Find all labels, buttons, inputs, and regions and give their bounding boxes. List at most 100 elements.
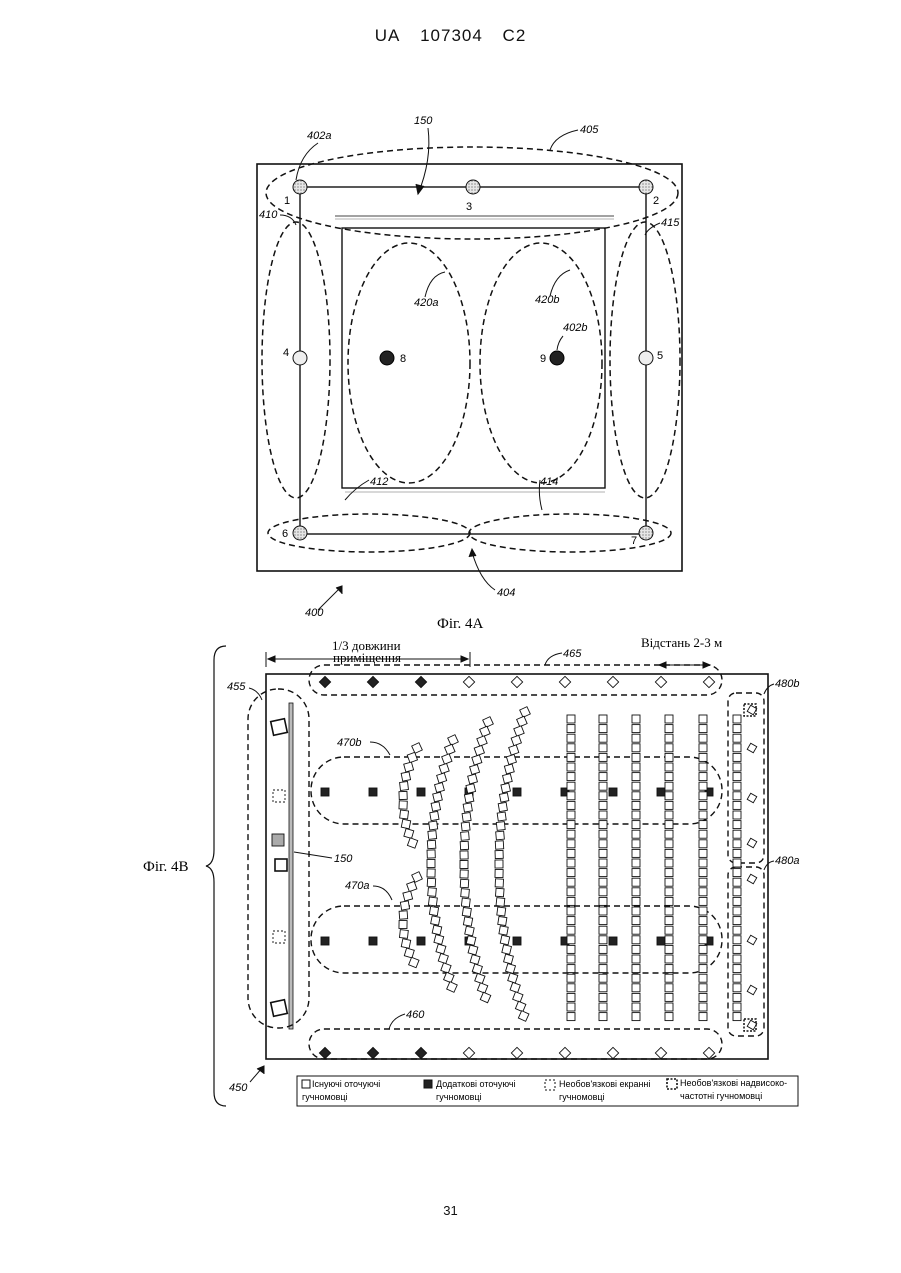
seat <box>567 907 575 915</box>
seat <box>567 840 575 848</box>
seat <box>632 993 640 1001</box>
seat <box>733 753 741 761</box>
figure-4b: Фіг. 4В 1/3 довжини приміщення Відстань … <box>0 632 901 1112</box>
seat <box>483 717 494 728</box>
seat <box>472 755 482 765</box>
seat <box>733 965 741 973</box>
seat <box>699 907 707 915</box>
seat <box>733 849 741 857</box>
seat <box>567 763 575 771</box>
seat <box>699 869 707 877</box>
seat <box>438 953 448 963</box>
speaker-7 <box>639 526 653 540</box>
seat <box>567 753 575 761</box>
existing-speaker <box>511 1047 522 1058</box>
existing-speaker <box>747 985 757 995</box>
seat <box>699 763 707 771</box>
seat <box>632 840 640 848</box>
seat <box>428 831 437 840</box>
seat <box>460 879 468 887</box>
seat <box>599 773 607 781</box>
speaker-8-label: 8 <box>400 353 406 365</box>
seat <box>501 783 511 793</box>
seat <box>437 773 447 783</box>
seat <box>733 782 741 790</box>
ref-460: 460 <box>406 1009 425 1021</box>
ref-150: 150 <box>414 115 433 127</box>
seat <box>665 821 673 829</box>
existing-speaker <box>655 1047 666 1058</box>
seat <box>404 948 414 958</box>
seat <box>733 830 741 838</box>
seat <box>567 734 575 742</box>
seat <box>665 993 673 1001</box>
seat <box>665 955 673 963</box>
seat <box>431 916 440 925</box>
seat <box>427 859 435 867</box>
seat <box>599 753 607 761</box>
seat <box>468 945 478 955</box>
speaker-9-label: 9 <box>540 353 546 365</box>
seat <box>665 840 673 848</box>
seat <box>733 888 741 896</box>
seat <box>567 984 575 992</box>
seat <box>567 869 575 877</box>
seat <box>436 944 446 954</box>
seat <box>632 773 640 781</box>
seat <box>496 822 505 831</box>
seat <box>665 859 673 867</box>
seat <box>733 1003 741 1011</box>
seat <box>495 879 503 887</box>
seat <box>599 984 607 992</box>
existing-speaker <box>559 676 570 687</box>
seat <box>470 955 480 965</box>
seat <box>632 753 640 761</box>
seat <box>632 734 640 742</box>
additional-speaker <box>609 788 617 796</box>
seat <box>632 792 640 800</box>
seat <box>514 726 524 736</box>
seat <box>495 850 503 858</box>
speaker-1-label: 1 <box>284 195 290 207</box>
existing-speaker <box>747 743 757 753</box>
seat <box>665 984 673 992</box>
seat <box>480 992 491 1003</box>
seat <box>699 984 707 992</box>
ref-470b: 470b <box>337 737 361 749</box>
seat <box>632 830 640 838</box>
seat <box>632 859 640 867</box>
seat <box>567 926 575 934</box>
ref-470a: 470a <box>345 880 369 892</box>
seat <box>599 897 607 905</box>
seat <box>508 973 518 983</box>
seat <box>461 889 470 898</box>
speaker-7-label: 7 <box>631 535 637 547</box>
seat <box>599 926 607 934</box>
seat <box>733 859 741 867</box>
seat <box>497 907 506 916</box>
speaker-5 <box>639 351 653 365</box>
seat <box>665 974 673 982</box>
ref-415: 415 <box>661 217 680 229</box>
seat <box>699 993 707 1001</box>
seat <box>599 859 607 867</box>
seat <box>504 764 514 774</box>
seat <box>401 772 410 781</box>
seat <box>431 802 440 811</box>
additional-speaker <box>657 788 665 796</box>
seat <box>399 791 407 799</box>
seat <box>495 860 503 868</box>
seat <box>632 1013 640 1021</box>
seat <box>442 754 452 764</box>
seat <box>733 926 741 934</box>
seat <box>699 773 707 781</box>
seat <box>567 936 575 944</box>
legend: Існуючі оточуючі гучномовці Додаткові от… <box>302 1078 787 1102</box>
seat <box>632 965 640 973</box>
seat <box>567 801 575 809</box>
seat <box>509 745 519 755</box>
fig4b-caption: Фіг. 4В <box>143 859 188 875</box>
seat <box>400 810 409 819</box>
speaker-9 <box>550 351 564 365</box>
seat <box>567 773 575 781</box>
